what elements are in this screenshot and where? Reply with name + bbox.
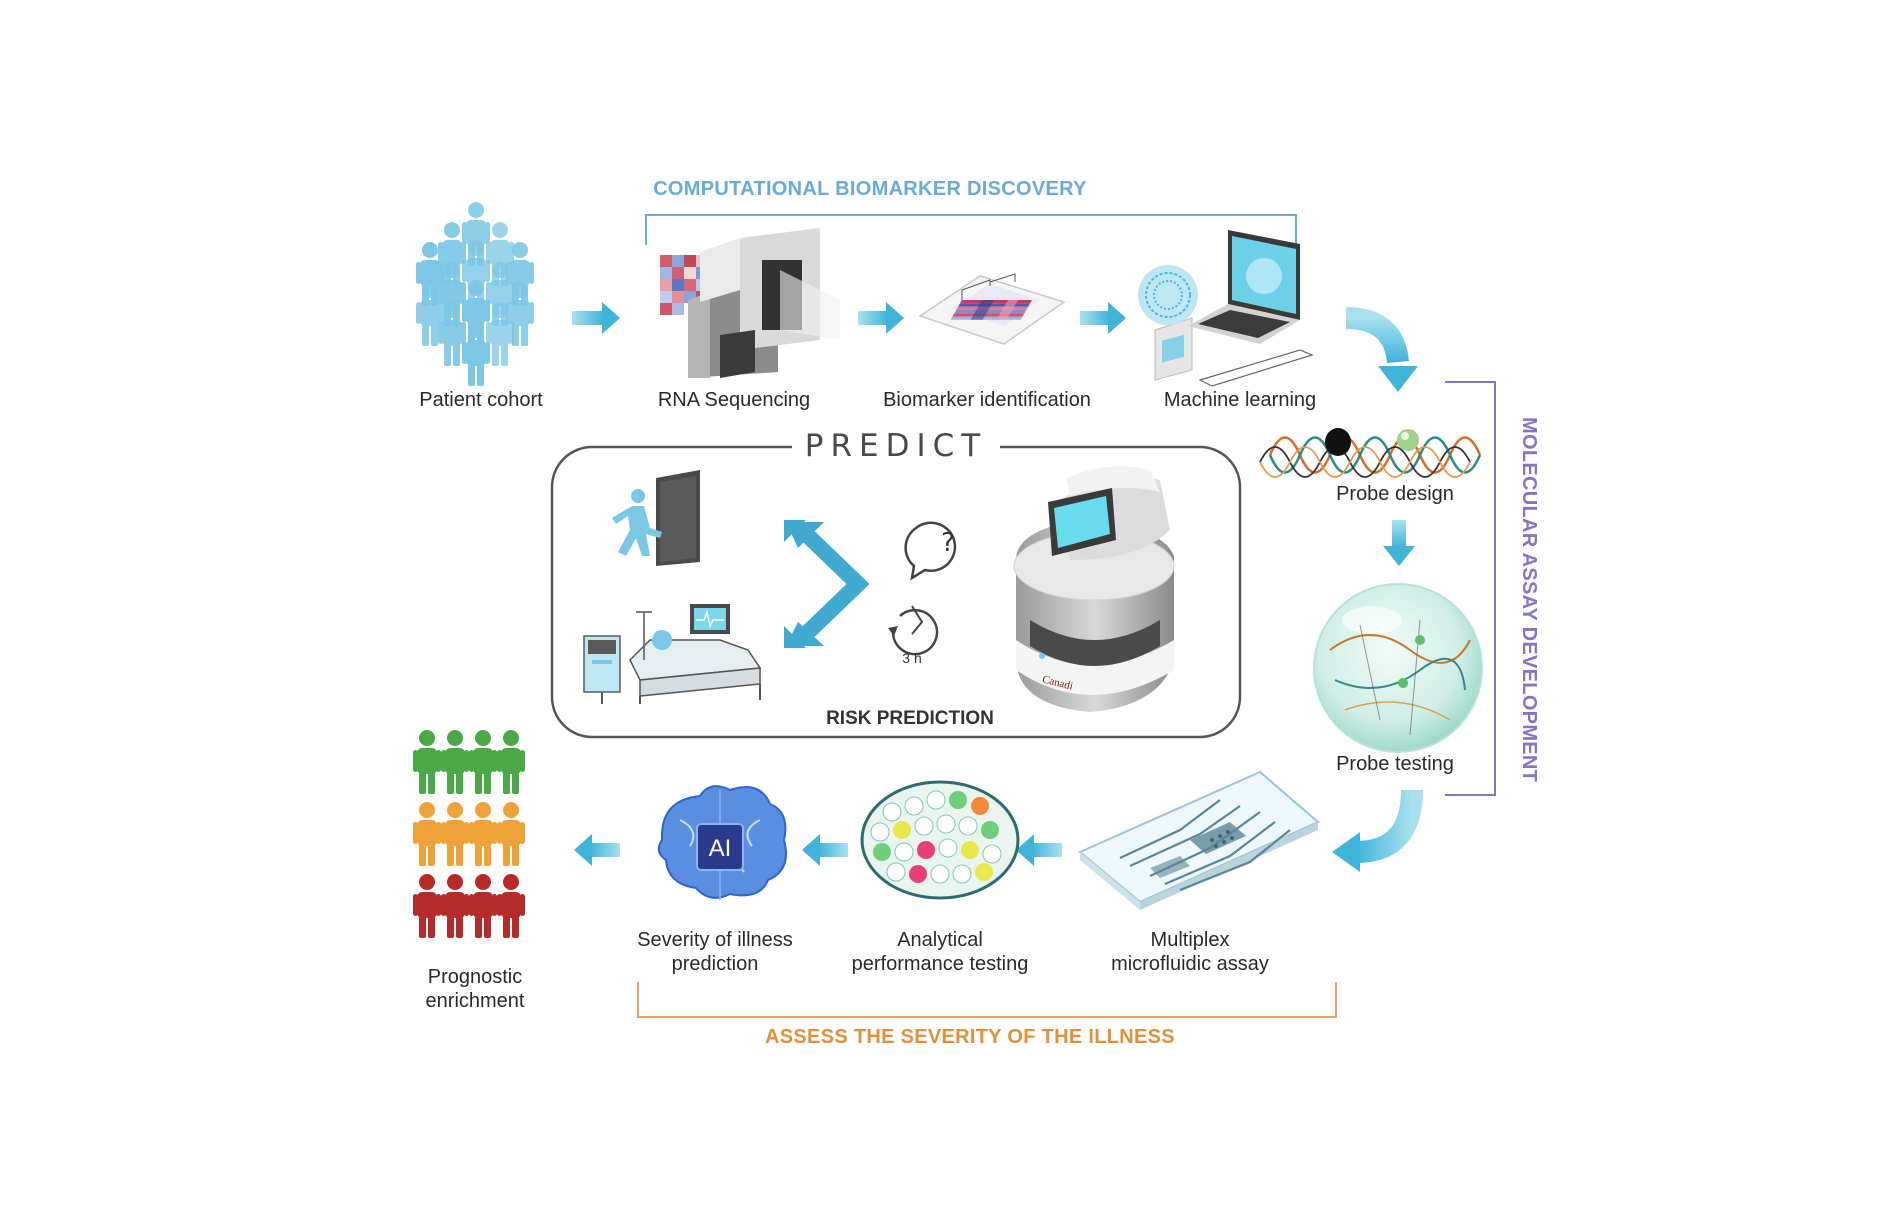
rna-sequencing-icon xyxy=(660,228,840,378)
section-title-severity: ASSESS THE SEVERITY OF THE ILLNESS xyxy=(765,1026,1175,1048)
arrow-rna-to-biomarker xyxy=(858,302,904,334)
assay-device-icon xyxy=(1013,466,1175,712)
label-prognostic-line2: enrichment xyxy=(425,990,525,1012)
ai-text: AI xyxy=(708,835,732,862)
label-analytical-line1: Analytical xyxy=(897,929,983,951)
arrow-multiplex-to-analytical xyxy=(1016,834,1062,866)
label-biomarker-identification: Biomarker identification xyxy=(883,389,1091,411)
label-machine-learning: Machine learning xyxy=(1163,389,1317,411)
probe-testing-icon xyxy=(1313,583,1483,753)
label-multiplex-line1: Multiplex xyxy=(1150,929,1230,951)
prognostic-enrichment-icon xyxy=(413,730,525,938)
section-title-computational: COMPUTATIONAL BIOMARKER DISCOVERY xyxy=(653,178,1087,200)
label-patient-cohort: Patient cohort xyxy=(419,389,543,411)
risk-prediction-label: RISK PREDICTION xyxy=(826,708,994,729)
label-severity-line2: prediction xyxy=(671,953,759,975)
bottom-bracket xyxy=(637,982,1337,1018)
ai-brain-icon xyxy=(657,785,787,900)
assay-plate-icon xyxy=(860,780,1020,900)
machine-learning-icon xyxy=(1138,230,1314,387)
arrow-analytical-to-severity xyxy=(802,834,848,866)
right-bracket xyxy=(1445,381,1496,796)
question-bubble-icon xyxy=(904,521,957,581)
label-rna-sequencing: RNA Sequencing xyxy=(657,389,811,411)
section-title-molecular: MOLECULAR ASSAY DEVELOPMENT xyxy=(1518,417,1540,783)
predict-title: PREDICT xyxy=(792,428,1000,464)
microfluidic-chip-icon xyxy=(1078,770,1320,910)
timer-icon xyxy=(888,605,939,656)
arrow-cohort-to-rna xyxy=(572,302,620,334)
label-multiplex-line2: microfluidic assay xyxy=(1111,953,1269,975)
arrow-design-to-testing xyxy=(1383,520,1415,566)
probe-design-icon xyxy=(1259,428,1482,478)
predict-double-arrow xyxy=(784,520,870,648)
label-severity-line1: Severity of illness xyxy=(637,929,793,951)
biomarker-identification-icon xyxy=(918,273,1066,345)
top-bracket xyxy=(645,214,1297,245)
arrow-severity-to-prognostic xyxy=(574,834,620,866)
label-probe-design: Probe design xyxy=(1336,483,1454,505)
arrow-biomarker-to-ml xyxy=(1080,302,1126,334)
icu-bed-icon xyxy=(583,604,762,704)
patient-cohort-icon xyxy=(416,202,534,386)
arrow-ml-to-probe xyxy=(1345,307,1418,392)
discharge-door-icon xyxy=(612,470,700,566)
arrow-testing-to-multiplex xyxy=(1332,789,1423,872)
label-analytical-line2: performance testing xyxy=(851,953,1029,975)
label-prognostic-line1: Prognostic xyxy=(427,966,523,988)
question-mark-glyph: ? xyxy=(941,528,955,558)
timer-label: 3 h xyxy=(902,650,922,666)
label-probe-testing: Probe testing xyxy=(1336,753,1454,775)
